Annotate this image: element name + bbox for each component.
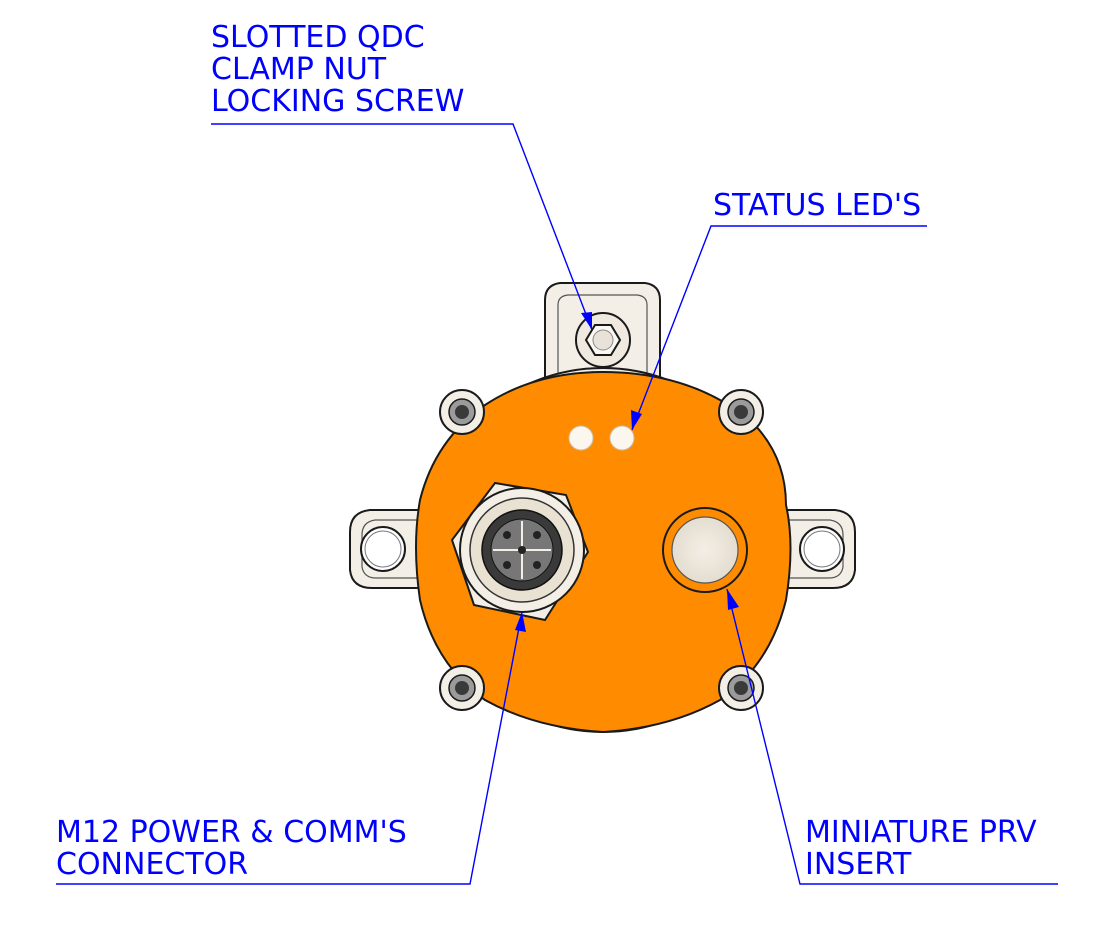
leader-status-leds — [631, 225, 927, 431]
prv-insert — [662, 507, 748, 593]
status-led-2 — [609, 425, 635, 451]
callout-prv-insert: MINIATURE PRV INSERT — [805, 817, 1037, 881]
leader-clamp-screw — [211, 123, 593, 331]
clamp-nut-locking-screw — [575, 312, 631, 368]
callout-line: CLAMP NUT — [211, 52, 387, 87]
screw-top-right — [718, 389, 764, 435]
arrow-status-leds — [631, 410, 642, 430]
orange-body — [415, 370, 792, 734]
leader-arrows — [515, 312, 739, 632]
callout-line: M12 POWER & COMM'S — [56, 815, 407, 850]
status-led-1 — [568, 425, 594, 451]
leader-m12 — [56, 611, 523, 885]
callout-status-leds: STATUS LED'S — [713, 190, 921, 222]
arrow-clamp-screw — [581, 312, 592, 330]
screw-bottom-left — [439, 665, 485, 711]
callout-line: CONNECTOR — [56, 847, 249, 882]
corner-screws — [439, 389, 764, 711]
leader-prv — [726, 588, 1058, 885]
callout-line: LOCKING SCREW — [211, 84, 465, 119]
arrow-prv — [727, 589, 739, 610]
callout-line: INSERT — [805, 847, 912, 882]
callout-line: SLOTTED QDC — [211, 20, 425, 55]
callout-line: STATUS LED'S — [713, 188, 922, 223]
leader-lines — [56, 123, 1058, 885]
screw-top-left — [439, 389, 485, 435]
screw-bottom-right — [718, 665, 764, 711]
arrow-m12 — [515, 612, 526, 632]
callout-clamp-nut-locking-screw: SLOTTED QDC CLAMP NUT LOCKING SCREW — [211, 22, 464, 118]
mounting-holes — [360, 526, 845, 572]
callout-line: MINIATURE PRV — [805, 815, 1037, 850]
status-leds — [568, 425, 635, 451]
callout-m12-connector: M12 POWER & COMM'S CONNECTOR — [56, 817, 407, 881]
